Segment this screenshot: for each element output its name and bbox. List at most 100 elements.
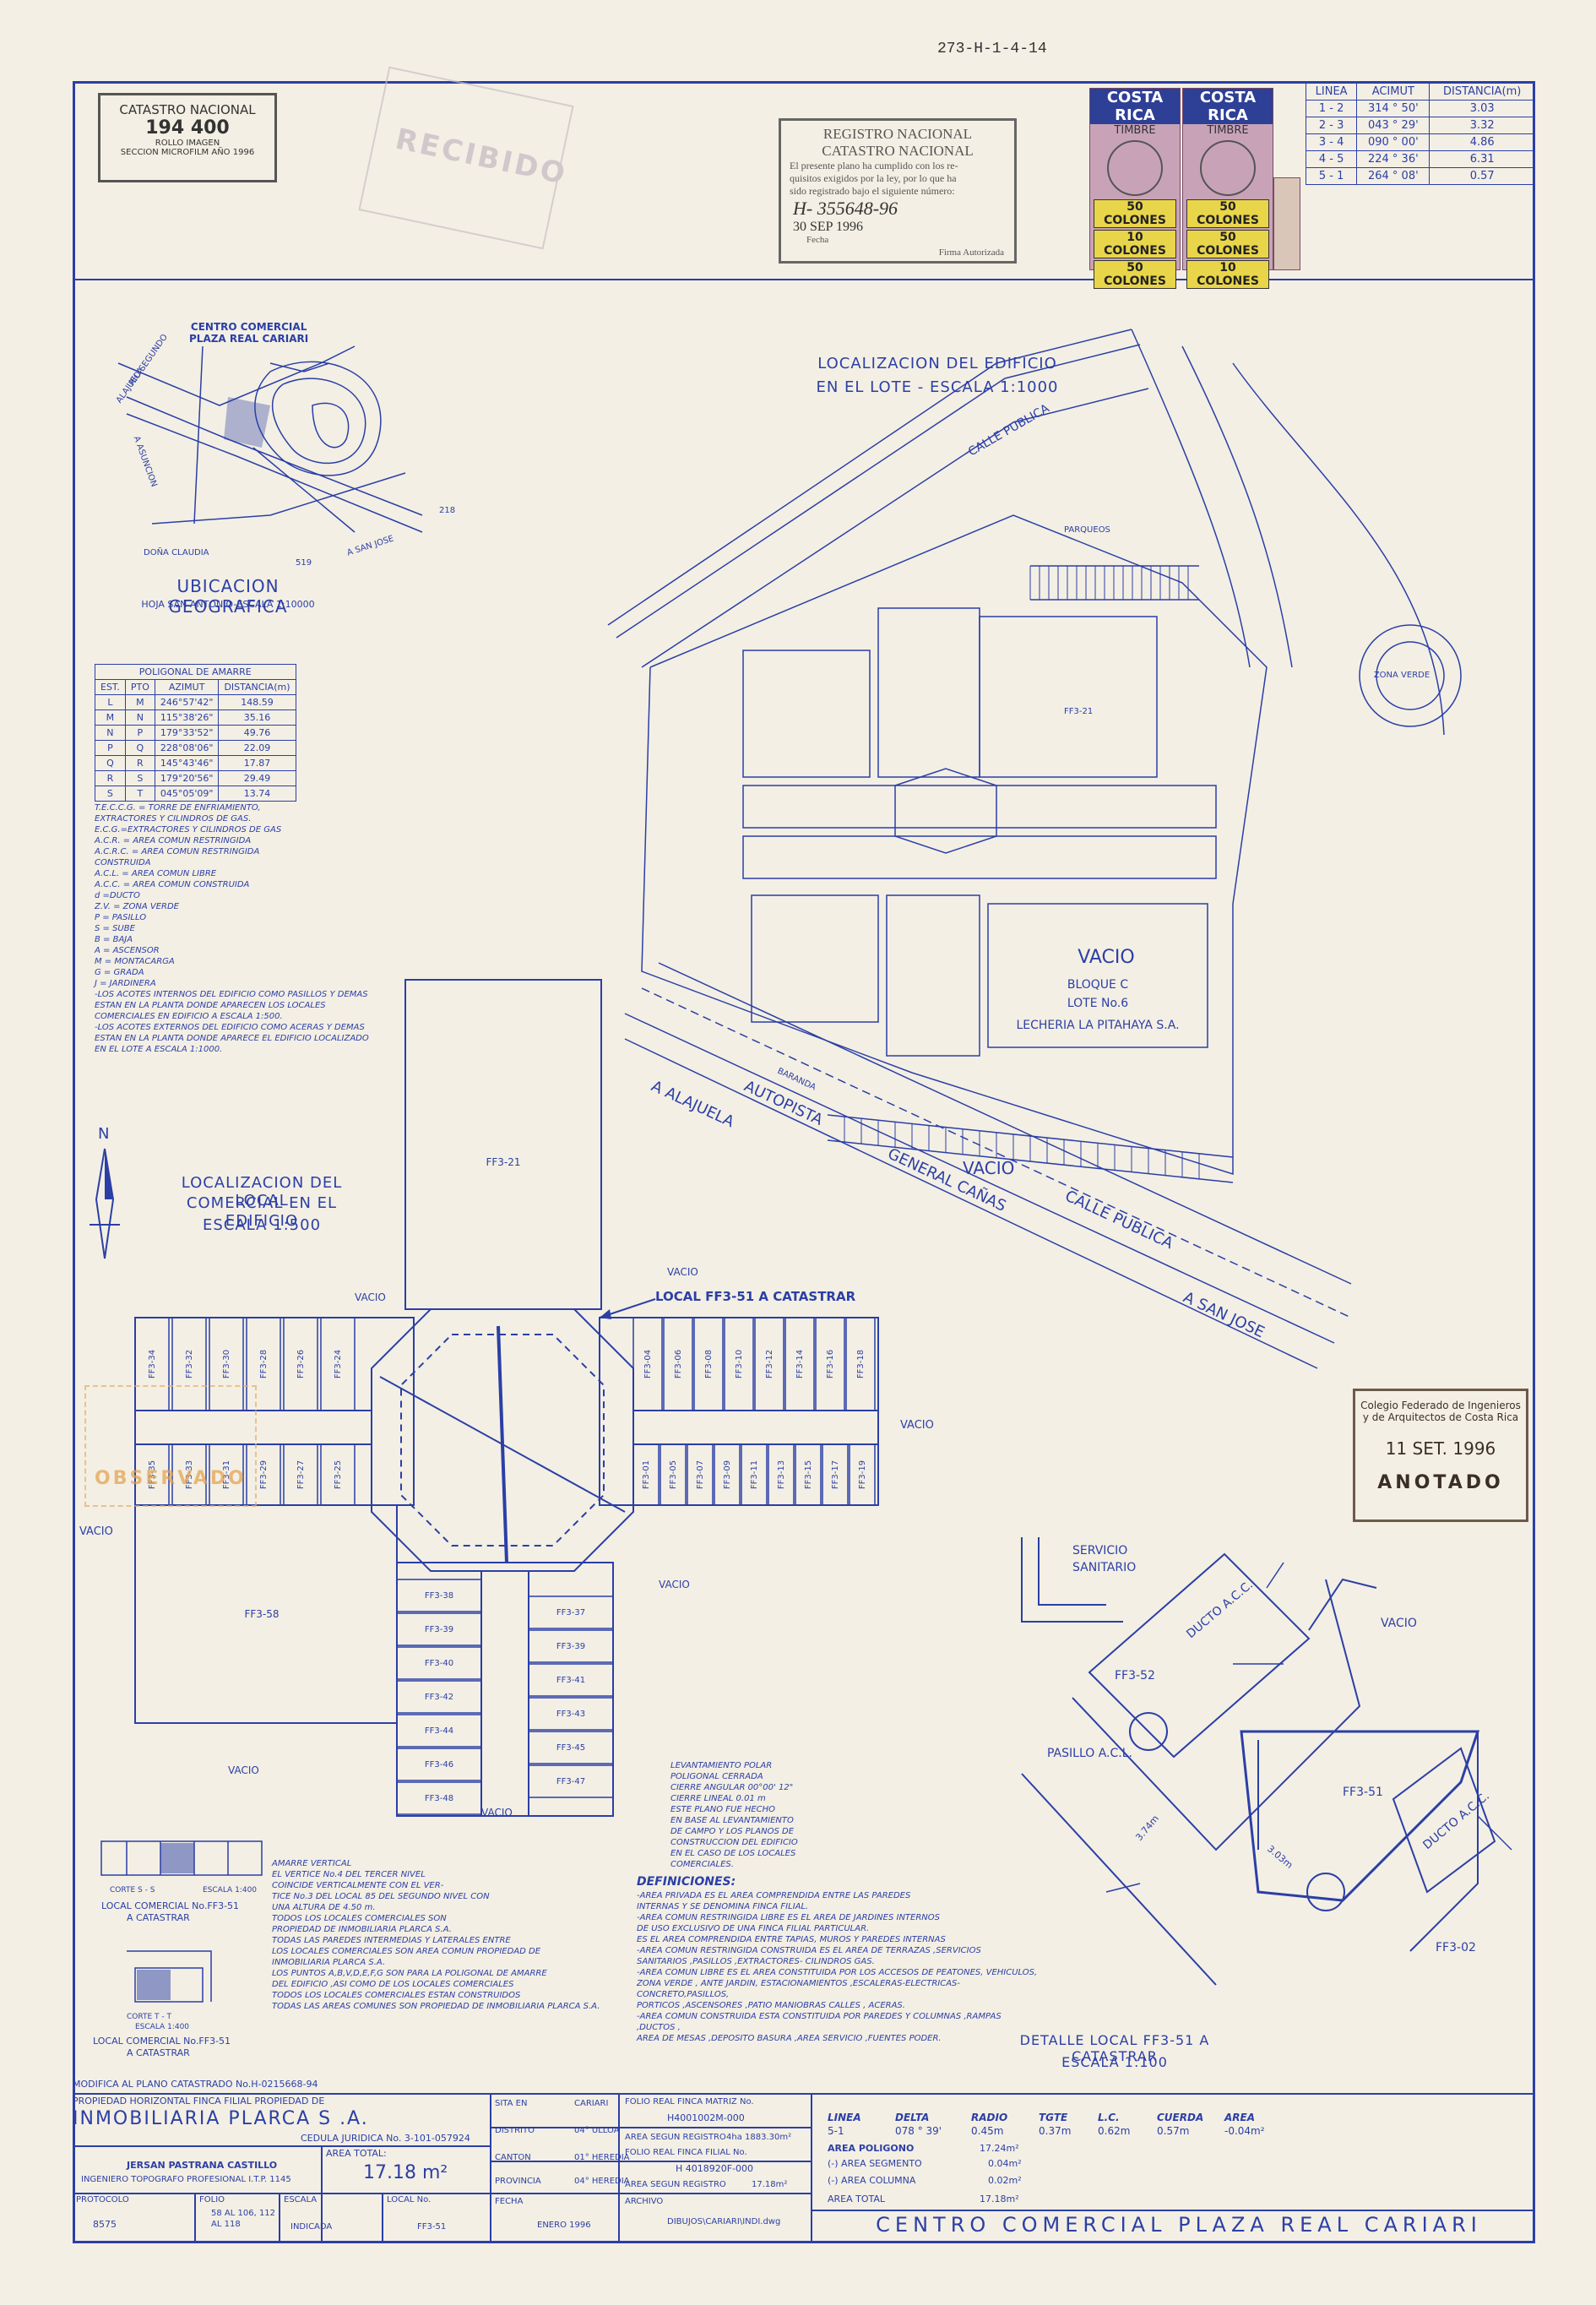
site-plan: VACIO BLOQUE C LOTE No.6 LECHERIA LA PIT… [607,329,1462,1369]
registro-stamp: REGISTRO NACIONAL CATASTRO NACIONAL El p… [779,118,1017,264]
corte-cat: A CATASTRAR [127,2047,190,2058]
shop-label: FF3-37 [556,1608,585,1617]
bloque-c-lote1 [742,650,871,778]
shop-label: FF3-44 [425,1726,453,1736]
plan-vacio: VACIO [355,1291,386,1303]
escala-value: INDICADA [290,2222,333,2232]
area-registro2-label: AREA SEGUN REGISTRO [625,2180,726,2189]
note-line: PORTICOS ,ASCENSORES ,PATIO MANIOBRAS CA… [637,2001,905,2010]
note-line: LOS PUNTOS A,B,V,D,E,F,G SON PARA LA POL… [272,1969,547,1978]
area-poligono-value: 17.24m² [980,2143,1019,2154]
colegio-stamp: Colegio Federado de Ingenieros y de Arqu… [1353,1389,1528,1522]
timbre-value: 10 COLONES [1186,260,1269,289]
centro-label1: CENTRO COMERCIAL [190,321,307,333]
note-line: EL VERTICE No.4 DEL TERCER NIVEL [272,1870,426,1879]
shop-label: FF3-07 [696,1460,705,1489]
shop-cell [246,1443,281,1506]
shop-label: FF3-01 [642,1460,651,1489]
corte-label: ESCALA 1:400 [203,1886,257,1895]
shop-cell [663,1317,693,1411]
shop-cell [822,1443,849,1506]
modifica-text: MODIFICA AL PLANO CATASTRADO No.H-021566… [73,2079,318,2090]
catastro-stamp: CATASTRO NACIONAL 194 400 ROLLO IMAGEN S… [98,93,277,182]
shop-label: FF3-39 [425,1625,453,1634]
registro-title2: CATASTRO NACIONAL [822,143,974,159]
table-cell: 1 - 2 [1305,100,1358,117]
table-cell: P [95,740,126,756]
tb-divider [382,2193,383,2243]
tb-divider [490,2093,491,2243]
shop-label: FF3-26 [296,1350,306,1378]
tb-row [73,2145,490,2147]
table-cell: T [124,786,155,802]
detail-dim: 3.74m [1133,1813,1161,1843]
shop-label: FF3-47 [556,1777,585,1786]
table-cell: 4 - 5 [1305,150,1358,168]
edificio-title-1: LOCALIZACION DEL EDIFICIO [817,355,1057,372]
shop-cell [209,1317,244,1411]
note-line: CIERRE LINEAL 0.01 m [670,1794,766,1803]
table-cell: 29.49 [218,770,296,786]
tb-divider [194,2193,196,2243]
shop-cell [784,1317,815,1411]
lines-header: DISTANCIA(m) [1429,83,1535,101]
table-cell: 264 ° 08' [1356,167,1430,185]
pasillo-edge [1021,1773,1217,1986]
shop-label: FF3-13 [777,1460,786,1489]
shop-label: FF3-46 [425,1760,453,1770]
table-cell: N [95,725,126,741]
table-cell: M [124,694,155,710]
corte-label: CORTE S - S [110,1886,155,1895]
area-columna-label: (-) AREA COLUMNA [828,2175,916,2186]
shop-label: FF3-14 [795,1350,805,1378]
calle-publica-edge [607,329,1132,626]
autopista-edge [658,962,1352,1285]
detail-drawing: SERVICIO SANITARIO VACIO FF3-52 FF3-51 F… [1021,1537,1512,1986]
corte-ss-section [100,1840,263,1876]
servicio-wall [1038,1537,1106,1606]
shops-row [742,835,1217,879]
table-cell: 13.74 [218,786,296,802]
note-line: Z.V. = ZONA VERDE [95,902,179,911]
table-cell: Q [95,755,126,771]
note-line: INMOBILIARIA PLARCA S.A. [272,1958,386,1967]
note-line: LOS LOCALES COMERCIALES SON AREA COMUN P… [272,1947,541,1956]
detail-vacio: VACIO [1381,1617,1417,1630]
timbre-stamp-1: COSTA RICA TIMBRE 50 COLONES 10 COLONES … [1089,88,1181,289]
sita-value: CARIARI [574,2099,609,2108]
shop-label: FF3-05 [669,1460,678,1489]
provincia-label: PROVINCIA [495,2177,541,2186]
map-loop [254,361,382,476]
local-catastrar-label: LOCAL FF3-51 A CATASTRAR [655,1289,856,1304]
tb-row [490,2127,811,2128]
note-line: M = MONTACARGA [95,957,175,966]
area-segmento-value: 0.04m² [988,2158,1022,2169]
ff3-51-outline [1240,1730,1480,1902]
shop-label: FF3-35 [148,1460,157,1489]
shop-label: FF3-28 [259,1350,269,1378]
timbre-value: 50 COLONES [1186,230,1269,258]
shop-cell [693,1317,724,1411]
registro-title1: REGISTRO NACIONAL [822,126,973,142]
shop-cell [795,1443,822,1506]
registro-text2: quisitos exigidos por la ley, por lo que… [790,172,957,184]
table-cell: Q [124,740,155,756]
note-line: A = ASCENSOR [95,946,160,955]
shop-label: FF3-06 [674,1350,683,1378]
shop-label: FF3-17 [831,1460,840,1489]
shop-cell [714,1443,741,1506]
timbre-header: COSTA RICA [1183,89,1273,124]
note-line: TICE No.3 DEL LOCAL 85 DEL SEGUNDO NIVEL… [272,1892,490,1901]
corte-ss-hatch [160,1843,194,1873]
site-label-bloque: BLOQUE C [1067,978,1128,992]
table-cell: 314 ° 50' [1356,100,1430,117]
local-title-1: LOCALIZACION DEL LOCAL [181,1174,343,1210]
archivo-value: DIBUJOS\CARIARI\INDI.dwg [667,2217,781,2226]
table-cell: 17.87 [218,755,296,771]
table-cell: 090 ° 00' [1356,133,1430,151]
catastro-number: 194 400 [145,117,230,139]
